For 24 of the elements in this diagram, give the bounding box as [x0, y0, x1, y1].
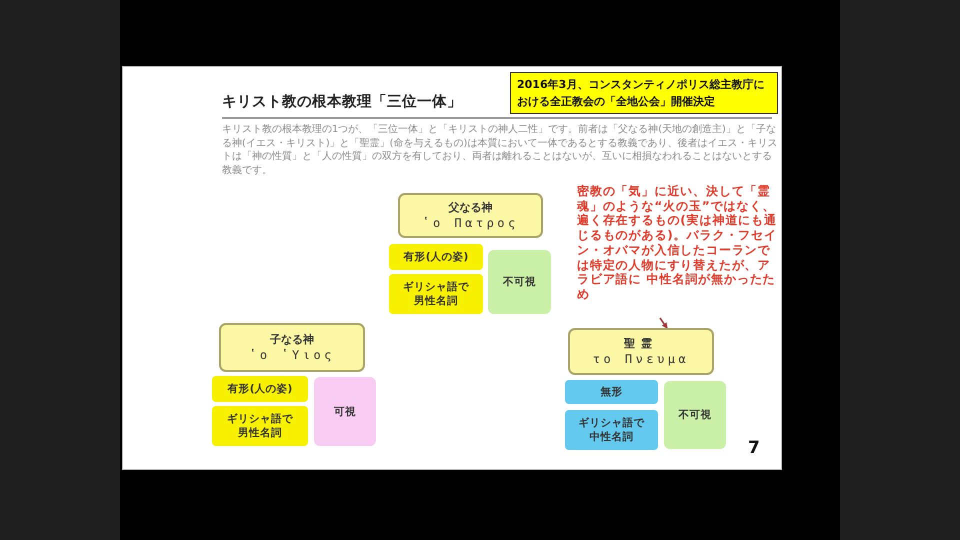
visibility-box: 可視: [314, 377, 376, 446]
attribute-box: ギリシャ語で男性名詞: [212, 406, 308, 446]
page-number: 7: [748, 438, 760, 458]
heading-text: 父なる神: [448, 200, 492, 215]
body-text: キリスト教の根本教理の1つが、「三位一体」と「キリストの神人二性」です。前者は「父なる神(天地の創造主)」と「子なる神(イエス・キリスト)」と「聖霊」(命を与えるもの)は本質において一体であるとする教義であり、後者はイエス・キリストは「神の性質」と「人の性質」の双方を有しており、両者は離れることはないが、互いに相損なわれることはないとする教義です。: [222, 123, 778, 178]
attribute-box: 無形: [565, 380, 658, 404]
visibility-box: 不可視: [664, 381, 726, 449]
title-box: [568, 328, 714, 375]
attribute-box: ギリシャ語で男性名詞: [389, 274, 483, 314]
greek-name: ʽο Πατρος: [422, 215, 519, 231]
title-box: [219, 323, 365, 372]
attribute-box: 有形(人の姿): [212, 376, 308, 402]
visibility-box: 不可視: [488, 250, 551, 314]
heading-text: 子なる神: [270, 332, 314, 347]
title-box: [398, 193, 543, 238]
annotation-text: 密教の「気」に近い、決して「霊魂」のような“火の玉”ではなく、遍く存在するもの(実は神道にも通じるものがある)。バラク・フセイン・オバマが入信したコーランでは特定の人物にすり替えたが、アラビア語に 中性名詞が無かったため: [577, 184, 779, 318]
attribute-box: ギリシャ語で中性名詞: [565, 410, 658, 450]
announcement-box: 2016年3月、コンスタンティノポリス総主教庁における全正教会の「全地公会」開催決定: [510, 72, 778, 114]
attribute-box: 有形(人の姿): [389, 244, 483, 270]
heading-text: 聖霊: [624, 336, 658, 351]
greek-name: ʽο ʽΥιος: [249, 347, 335, 363]
greek-name: το Πνευμα: [592, 351, 690, 367]
slide-title: キリスト教の根本教理「三位一体」: [222, 92, 462, 111]
arrow: [659, 318, 668, 329]
